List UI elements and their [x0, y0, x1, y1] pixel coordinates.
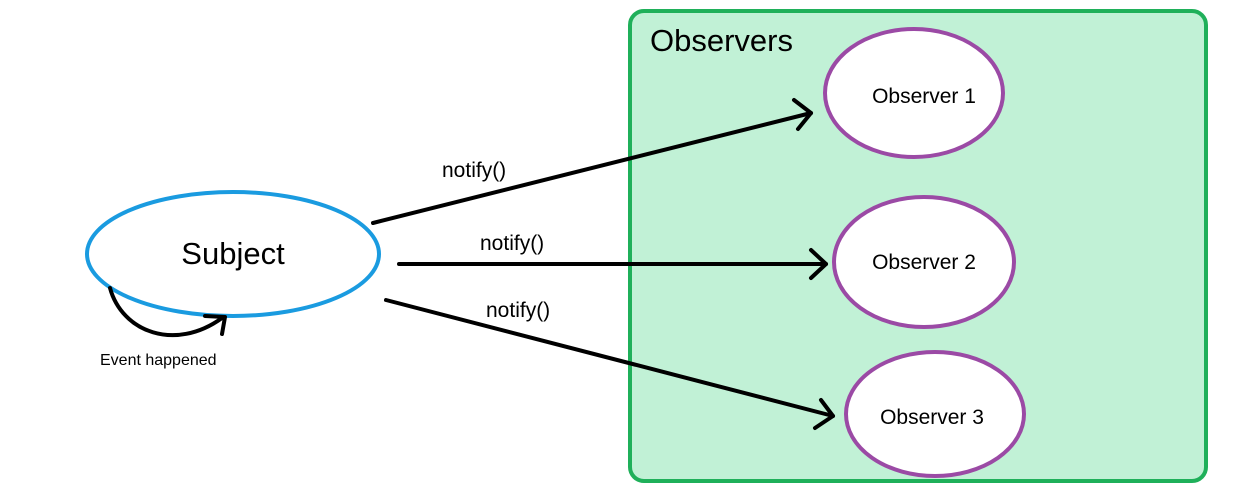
notify-edge-1-label: notify() — [442, 159, 506, 182]
event-self-loop: Event happened — [100, 286, 227, 369]
notify-edge-1-line — [371, 111, 813, 225]
observer-node-2: Observer 2 — [832, 195, 1016, 329]
notify-edge-1: notify() — [371, 98, 813, 225]
observer-3-ellipse — [844, 350, 1026, 478]
observer-3-label: Observer 3 — [880, 406, 984, 429]
subject-label: Subject — [181, 236, 285, 271]
subject-node: Subject — [85, 190, 381, 318]
notify-edge-3-line — [384, 298, 835, 418]
observer-2-label: Observer 2 — [872, 251, 976, 274]
notify-edge-3: notify() — [384, 298, 835, 430]
notify-edge-3-arrowhead — [813, 398, 835, 430]
event-happened-label: Event happened — [100, 352, 217, 369]
notify-edge-1-arrowhead — [792, 98, 813, 131]
subject-ellipse — [85, 190, 381, 318]
self-loop-arrowhead — [203, 314, 227, 336]
self-loop-arc — [108, 286, 224, 337]
observer-1-label: Observer 1 — [872, 85, 976, 108]
notify-edge-2-arrowhead — [809, 248, 828, 280]
notify-edge-3-label: notify() — [486, 299, 550, 322]
notify-edge-2: notify() — [397, 232, 828, 280]
observer-2-ellipse — [832, 195, 1016, 329]
observer-node-3: Observer 3 — [844, 350, 1026, 478]
observer-1-ellipse — [823, 27, 1005, 159]
observers-group-label: Observers — [650, 23, 793, 58]
notify-edge-2-label: notify() — [480, 232, 544, 255]
observer-node-1: Observer 1 — [823, 27, 1005, 159]
